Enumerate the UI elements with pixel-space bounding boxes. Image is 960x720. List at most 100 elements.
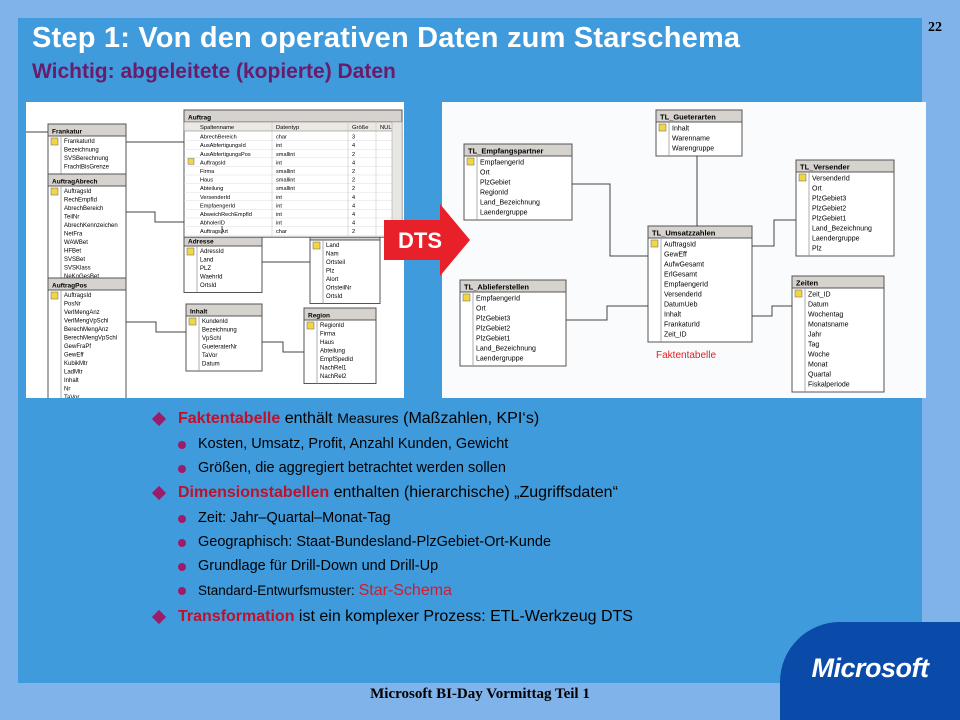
table-field: NetFra <box>64 232 83 238</box>
bullet-highlight: Dimensionstabellen <box>178 484 330 501</box>
table-field: Alort <box>326 277 339 283</box>
table-field: RegionId <box>480 190 508 197</box>
db-table: TL_VersenderVersenderIdOrtPlzGebiet3PlzG… <box>795 159 895 257</box>
grid-cell: int <box>276 212 282 218</box>
sub-bullet-text: Zeit: Jahr–Quartal–Monat-Tag <box>198 510 391 526</box>
table-field: AuftragsId <box>64 293 91 299</box>
table-field: LadMtr <box>64 370 83 376</box>
primary-key-icon <box>187 158 195 165</box>
table-field: PlzGebiet2 <box>812 206 846 213</box>
table-field: Inhalt <box>664 312 681 319</box>
table-name: TL_Versender <box>800 163 850 172</box>
table-titlebar <box>185 303 263 317</box>
table-field: WaehrId <box>200 275 222 281</box>
grid-cell: AbrechBereich <box>200 135 237 141</box>
db-table: RegionRegionIdFirmaHausAbteilungEmpfSped… <box>303 307 377 384</box>
table-field: PlzGebiet <box>480 180 510 187</box>
sub-bullet: Geographisch: Staat-Bundesland-PlzGebiet… <box>150 534 800 550</box>
grid-cell: 2 <box>352 152 355 158</box>
primary-key-icon <box>462 293 471 302</box>
grid-cell: Abteilung <box>200 186 223 192</box>
grid-cell: AusAbfertigungsId <box>200 143 246 149</box>
table-field: Abteilung <box>320 349 345 355</box>
table-field: Ort <box>812 186 822 193</box>
table-field: OrtsteilNr <box>326 286 351 292</box>
grid-cell: char <box>276 135 287 141</box>
primary-key-icon <box>186 247 195 256</box>
table-field: Warenname <box>672 136 710 143</box>
grid-cell: int <box>276 143 282 149</box>
table-name: Frankatur <box>52 129 82 136</box>
bullet-faktentabelle: Faktentabelle enthält Measures (Maßzahle… <box>150 410 800 428</box>
table-field: PlzGebiet1 <box>476 336 510 343</box>
table-field: Bezeichnung <box>64 148 99 154</box>
table-field: VerlMengVpSchl <box>64 319 108 325</box>
table-name: Zeiten <box>796 279 819 288</box>
grid-cell: 4 <box>352 203 355 209</box>
primary-key-icon <box>50 291 59 300</box>
grid-cell: smallint <box>276 186 295 192</box>
table-titlebar <box>795 159 895 173</box>
table-field: BerechMengAnz <box>64 327 108 333</box>
table-field: Zeit_ID <box>808 292 831 299</box>
bullet-text: (Maßzahlen, KPI‘s) <box>398 410 540 427</box>
diamond-bullet-icon <box>151 609 167 625</box>
slide-number: 22 <box>928 20 942 35</box>
sub-bullet: Zeit: Jahr–Quartal–Monat-Tag <box>150 510 800 526</box>
logo-text: Microsoft <box>811 652 930 683</box>
table-field: Jahr <box>808 332 822 339</box>
table-field: PlzGebiet3 <box>476 316 510 323</box>
grid-cell: int <box>276 203 282 209</box>
bullet-text-measures: Measures <box>337 410 399 426</box>
table-field: Ort <box>480 170 490 177</box>
grid-cell: AbholerID <box>200 221 225 227</box>
table-name: Inhalt <box>190 309 208 316</box>
dts-arrow: DTS <box>384 204 470 276</box>
primary-key-icon <box>658 123 667 132</box>
table-field: KundenId <box>202 319 228 325</box>
grid-cell: int <box>276 221 282 227</box>
table-name: TL_Gueterarten <box>660 113 716 122</box>
table-field: FrankaturId <box>64 139 95 145</box>
grid-cell: VersenderId <box>200 195 230 201</box>
primary-key-icon <box>466 157 475 166</box>
dot-bullet-icon <box>178 563 186 571</box>
table-field: Laendergruppe <box>476 356 524 363</box>
table-name: Auftrag <box>188 115 211 122</box>
grid-cell: 2 <box>352 178 355 184</box>
grid-header-cell: NULL <box>380 125 396 131</box>
grid-cell: 2 <box>352 169 355 175</box>
table-field: AbrechKennzeichen <box>64 223 118 229</box>
table-titlebar <box>655 109 743 123</box>
relationship-line <box>126 321 186 333</box>
grid-header-cell: Spaltenname <box>200 125 234 131</box>
relationship-line <box>566 305 648 321</box>
relationship-line <box>752 219 796 247</box>
table-field: EmpfaengerId <box>480 160 524 167</box>
grid-cell: 4 <box>352 160 355 166</box>
db-table: AuftragPosAuftragsIdPosNrVerlMengAnzVerl… <box>47 277 127 414</box>
table-field: Nam <box>326 252 339 258</box>
relationship-line <box>262 341 304 353</box>
table-field: Fiskalperiode <box>808 382 850 389</box>
table-field: Haus <box>320 340 334 346</box>
table-field: Monatsname <box>808 322 849 329</box>
table-field: Woche <box>808 352 830 359</box>
star-schema-svg: TL_GueterartenInhaltWarennameWarengruppe… <box>459 109 895 393</box>
star-schema-accent: Star-Schema <box>358 582 452 599</box>
slide-footer: Microsoft BI-Day Vormittag Teil 1 <box>370 686 590 702</box>
table-field: FrachtBisGrenze <box>64 165 110 171</box>
bullet-transformation: Transformation ist ein komplexer Prozess… <box>150 608 800 626</box>
grid-cell: 2 <box>352 186 355 192</box>
db-table: FrankaturFrankaturIdBezeichnungSVSBerech… <box>47 123 127 175</box>
db-table: TL_UmsatzzahlenAuftragsIdGewEffAufwGesam… <box>647 225 753 343</box>
table-field: Nr <box>64 387 70 393</box>
table-field: Land <box>326 243 339 249</box>
table-field: EmpfaengerId <box>476 296 520 303</box>
table-field: VpSchl <box>202 336 221 342</box>
dot-bullet-icon <box>178 465 186 473</box>
table-field: TaVor <box>64 395 79 398</box>
table-field: Ortsteil <box>326 260 345 266</box>
